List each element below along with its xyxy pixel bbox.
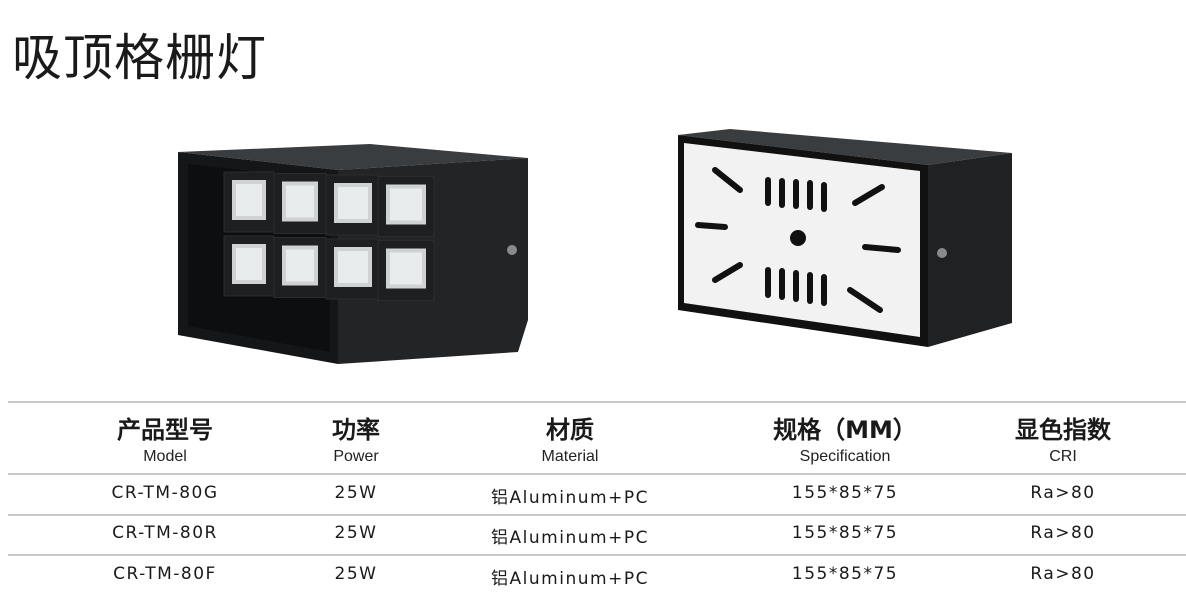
table-cell-specification: 155*85*75 bbox=[791, 523, 899, 543]
column-header-specification: 规格（MM） bbox=[773, 416, 917, 444]
column-header-power-en: Power bbox=[333, 448, 379, 465]
table-cell-cri: Ra>80 bbox=[1030, 523, 1096, 543]
product-image-front bbox=[178, 144, 528, 364]
row-divider bbox=[8, 514, 1186, 516]
column-header-cri-en: CRI bbox=[1049, 448, 1077, 465]
column-header-specification-en: Specification bbox=[799, 448, 891, 465]
table-cell-power: 25W bbox=[334, 483, 378, 503]
table-cell-material: 铝Aluminum+PC bbox=[491, 488, 649, 508]
column-header-cri: 显色指数 bbox=[1015, 416, 1111, 444]
column-header-model: 产品型号 bbox=[117, 416, 213, 444]
table-cell-specification: 155*85*75 bbox=[791, 483, 899, 503]
table-cell-material: 铝Aluminum+PC bbox=[491, 569, 649, 589]
table-cell-cri: Ra>80 bbox=[1030, 483, 1096, 503]
product-image-back bbox=[678, 129, 1012, 347]
table-cell-power: 25W bbox=[334, 564, 378, 584]
table-cell-model: CR-TM-80R bbox=[112, 523, 218, 543]
table-cell-material: 铝Aluminum+PC bbox=[491, 528, 649, 548]
table-cell-cri: Ra>80 bbox=[1030, 564, 1096, 584]
table-cell-model: CR-TM-80G bbox=[111, 483, 219, 503]
table-cell-model: CR-TM-80F bbox=[113, 564, 217, 584]
page-title: 吸顶格栅灯 bbox=[12, 29, 267, 87]
table-cell-power: 25W bbox=[334, 523, 378, 543]
table-cell-specification: 155*85*75 bbox=[791, 564, 899, 584]
header-divider bbox=[8, 473, 1186, 475]
column-header-model-en: Model bbox=[143, 448, 187, 465]
column-header-power: 功率 bbox=[332, 416, 380, 444]
column-header-material-en: Material bbox=[541, 448, 599, 465]
column-header-material: 材质 bbox=[546, 416, 594, 444]
table-top-border bbox=[8, 401, 1186, 403]
row-divider bbox=[8, 554, 1186, 556]
